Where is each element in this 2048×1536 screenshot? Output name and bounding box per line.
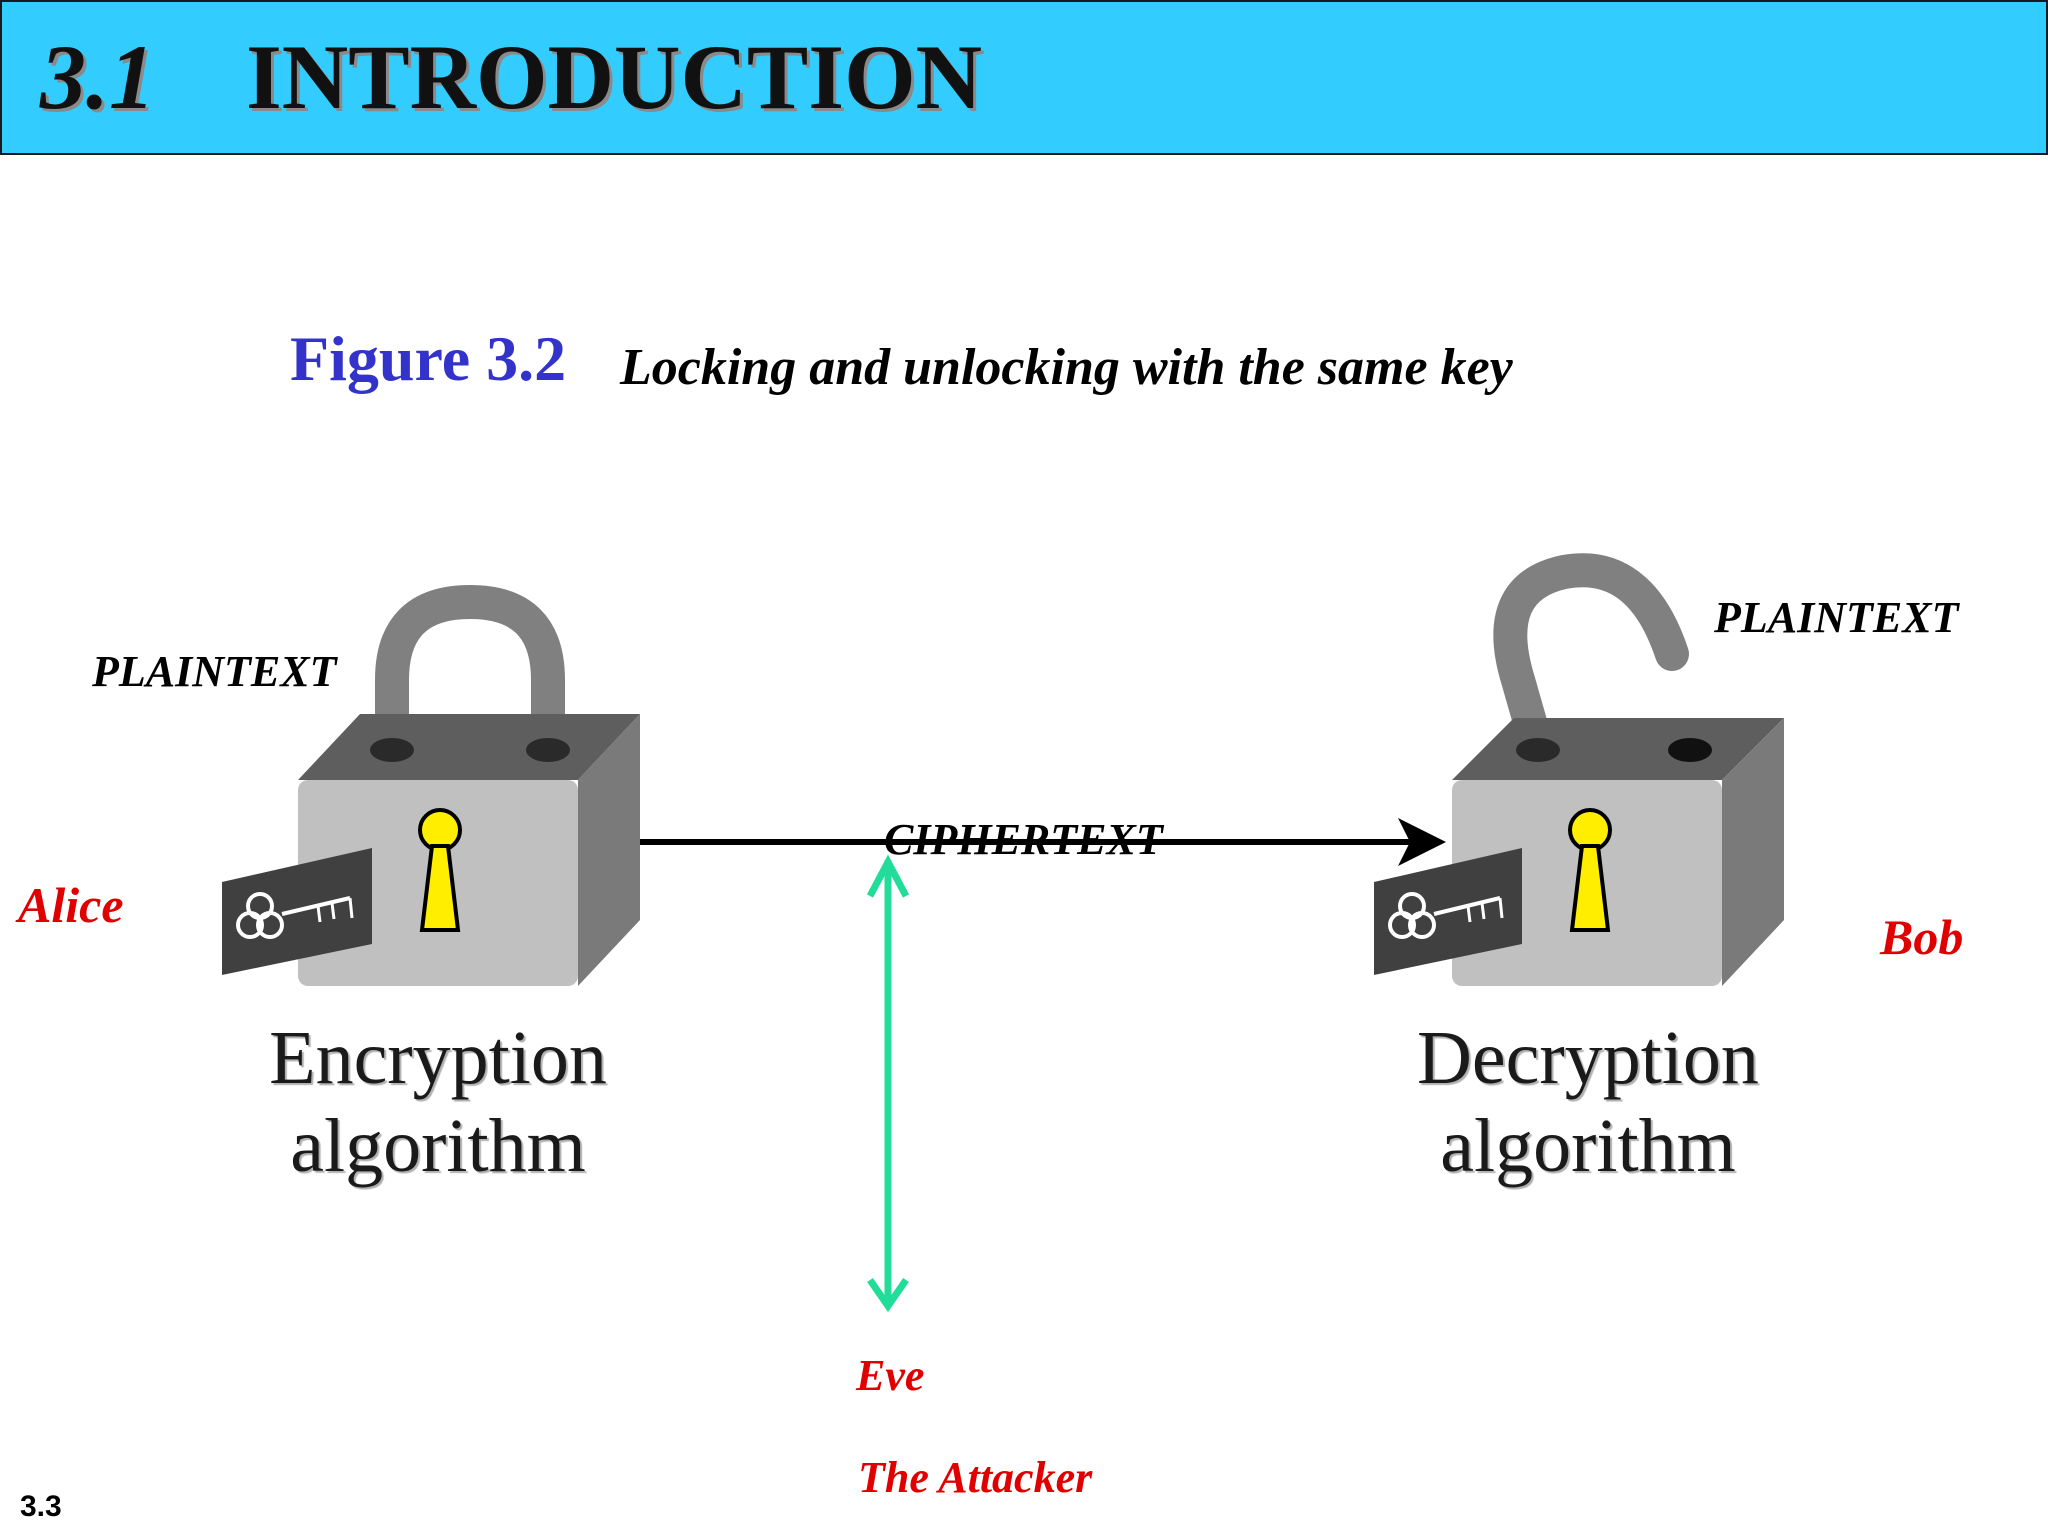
- page-number: 3.3: [20, 1490, 62, 1523]
- eavesdrop-arrow: [866, 854, 910, 1313]
- key-icon: [222, 848, 372, 975]
- padlock-open-icon: [1452, 553, 1784, 986]
- encryption-line1: Encryption: [269, 1016, 607, 1100]
- figure-caption: Locking and unlocking with the same key: [620, 339, 1513, 396]
- key-icon: [1374, 848, 1522, 975]
- section-title: INTRODUCTION: [246, 26, 983, 128]
- plaintext-label-sender: PLAINTEXT: [92, 647, 337, 696]
- encryption-line2: algorithm: [290, 1104, 586, 1188]
- attacker-name: Eve: [856, 1351, 925, 1400]
- encryption-algorithm-label: Encryption algorithm: [238, 1014, 638, 1190]
- ciphertext-arrow: [640, 818, 1446, 866]
- figure-label: Figure 3.2: [290, 323, 567, 394]
- receiver-name: Bob: [1880, 909, 1964, 965]
- decryption-line2: algorithm: [1440, 1104, 1736, 1188]
- attacker-role: The Attacker: [858, 1453, 1093, 1502]
- sender-name: Alice: [18, 877, 124, 933]
- ciphertext-label: CIPHERTEXT: [884, 815, 1163, 864]
- decryption-line1: Decryption: [1417, 1016, 1759, 1100]
- title-bar: 3.1 INTRODUCTION: [0, 0, 2048, 155]
- section-number: 3.1: [40, 26, 155, 128]
- decryption-algorithm-label: Decryption algorithm: [1388, 1014, 1788, 1190]
- plaintext-label-receiver: PLAINTEXT: [1714, 593, 1959, 642]
